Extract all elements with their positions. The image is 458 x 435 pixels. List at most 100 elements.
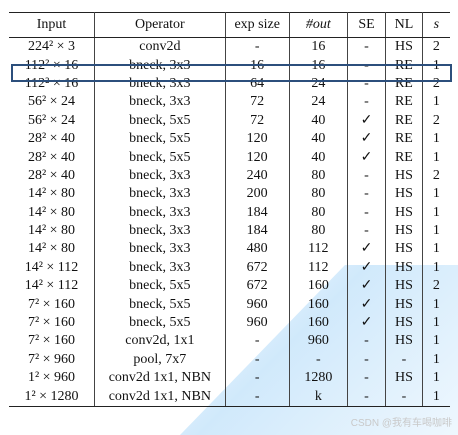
cell-exp-size: 72 [225, 111, 290, 130]
cell-se: - [347, 37, 387, 57]
cell-s: 1 [432, 315, 440, 331]
cell-se: - [347, 332, 387, 351]
cell-input: 14² × 80 [9, 221, 95, 241]
cell-input: 14² × 112 [9, 258, 95, 278]
cell-se: - [347, 166, 387, 186]
cell-exp-size: 960 [225, 295, 290, 314]
cell-nl: RE [385, 148, 423, 167]
cell-operator: bneck, 5x5 [94, 129, 226, 149]
cell-s: 2 [432, 75, 440, 91]
cell-s: 2 [432, 39, 440, 55]
cell-s: 2 [432, 167, 440, 183]
cell-out: 40 [289, 111, 348, 130]
cell-se: - [347, 185, 387, 204]
cell-exp-size: 120 [225, 129, 290, 149]
cell-s: 1 [432, 241, 440, 257]
cell-s: 1 [432, 333, 440, 349]
cell-nl: RE [385, 74, 423, 94]
cell-operator: bneck, 3x3 [94, 221, 226, 241]
cell-exp-size: - [225, 37, 290, 57]
cell-s: 2 [432, 278, 440, 294]
cell-operator: bneck, 3x3 [94, 185, 226, 204]
cell-exp-size: 672 [225, 277, 290, 296]
cell-out: 160 [289, 295, 348, 314]
cell-input: 28² × 40 [9, 148, 95, 167]
cell-nl: HS [385, 240, 423, 259]
cell-operator: bneck, 3x3 [94, 74, 226, 94]
cell-out: 112 [289, 240, 348, 259]
cell-out: 160 [289, 277, 348, 296]
cell-out: 80 [289, 185, 348, 204]
cell-out: 80 [289, 203, 348, 222]
cell-s: 2 [432, 112, 440, 128]
cell-input: 56² × 24 [9, 93, 95, 112]
header-se: SE [347, 12, 387, 38]
cell-input: 56² × 24 [9, 111, 95, 130]
cell-nl: RE [385, 129, 423, 149]
cell-s: 1 [432, 296, 440, 312]
cell-input: 7² × 160 [9, 332, 95, 351]
architecture-table: Input Operator exp size #out SE NL s 224… [9, 12, 450, 407]
cell-se: - [347, 387, 387, 407]
cell-out: k [289, 387, 348, 407]
watermark-credit: CSDN @我有车喝咖啡 [350, 418, 452, 429]
cell-se: - [347, 350, 387, 370]
cell-input: 14² × 112 [9, 277, 95, 296]
cell-out: 1280 [289, 369, 348, 388]
cell-nl: HS [385, 277, 423, 296]
cell-operator: bneck, 3x3 [94, 166, 226, 186]
header-s: s [422, 12, 450, 38]
cell-nl: HS [385, 313, 423, 333]
cell-operator: conv2d 1x1, NBN [94, 369, 226, 388]
cell-input: 14² × 80 [9, 185, 95, 204]
cell-s: 1 [432, 223, 440, 239]
cell-input: 28² × 40 [9, 129, 95, 149]
cell-input: 112² × 16 [9, 74, 95, 94]
cell-out: 960 [289, 332, 348, 351]
cell-exp-size: 184 [225, 203, 290, 222]
cell-se: - [347, 221, 387, 241]
cell-input: 14² × 80 [9, 203, 95, 222]
cell-s: 1 [432, 186, 440, 202]
cell-nl: HS [385, 166, 423, 186]
cell-operator: bneck, 5x5 [94, 295, 226, 314]
cell-exp-size: 200 [225, 185, 290, 204]
cell-s: 1 [432, 94, 440, 110]
cell-nl: HS [385, 332, 423, 351]
cell-out: 160 [289, 313, 348, 333]
cell-nl: RE [385, 93, 423, 112]
cell-exp-size: 672 [225, 258, 290, 278]
cell-nl: - [385, 387, 423, 407]
header-nl: NL [385, 12, 423, 38]
cell-out: 40 [289, 148, 348, 167]
header-operator: Operator [94, 12, 226, 38]
cell-out: 24 [289, 93, 348, 112]
cell-exp-size: 184 [225, 221, 290, 241]
cell-input: 7² × 160 [9, 313, 95, 333]
cell-exp-size: 72 [225, 93, 290, 112]
cell-operator: bneck, 3x3 [94, 56, 226, 75]
cell-input: 7² × 960 [9, 350, 95, 370]
cell-exp-size: 960 [225, 313, 290, 333]
header-out: #out [289, 12, 348, 38]
cell-s: 1 [432, 351, 440, 367]
cell-out: 16 [289, 37, 348, 57]
cell-nl: - [385, 350, 423, 370]
cell-s: 1 [432, 259, 440, 275]
cell-exp-size: 120 [225, 148, 290, 167]
cell-operator: bneck, 3x3 [94, 258, 226, 278]
table-header: Input Operator exp size #out SE NL s [9, 12, 450, 38]
cell-out: 112 [289, 258, 348, 278]
